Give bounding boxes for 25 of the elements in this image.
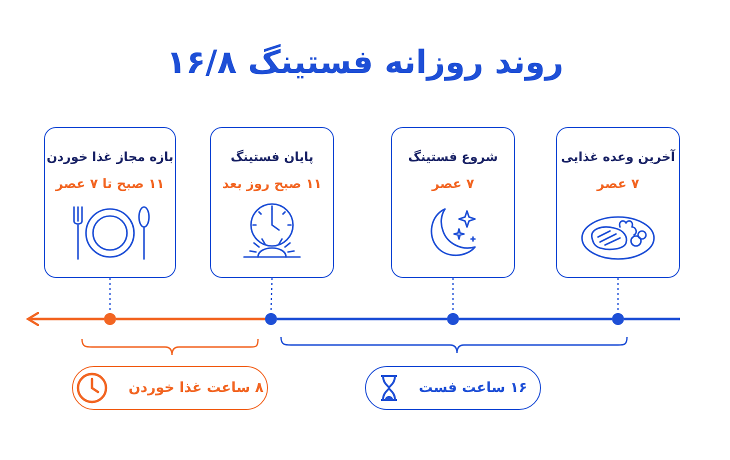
timeline-arrow [26,312,104,326]
dotted-connector [452,278,454,313]
stage-title: آخرین وعده غذایی [560,148,675,166]
timeline-line [624,318,680,320]
title: روند روزانه فستینگ ۱۶/۸ [165,42,565,82]
timeline-line [116,318,265,320]
duration-pill [72,366,268,410]
timeline-line [277,318,447,320]
dotted-connector [109,278,111,313]
duration-label: ۱۶ ساعت فست [418,378,528,398]
stage-card [210,127,334,278]
stage-card [556,127,680,278]
stage-time: ۱۱ صبح تا ۷ عصر [56,176,164,194]
stage-time: ۷ عصر [432,176,474,194]
stage-title: شروع فستینگ [408,148,498,166]
stage-time: ۱۱ صبح روز بعد [222,176,322,194]
stage-title: پایان فستینگ [230,148,314,166]
timeline-line [459,318,612,320]
stage-card [44,127,176,278]
duration-pill [365,366,541,410]
stage-card [391,127,515,278]
dotted-connector [617,278,619,313]
stage-time: ۷ عصر [596,176,640,194]
stage-title: بازه مجاز غذا خوردن [46,148,174,166]
duration-label: ۸ ساعت غذا خوردن [128,378,264,398]
